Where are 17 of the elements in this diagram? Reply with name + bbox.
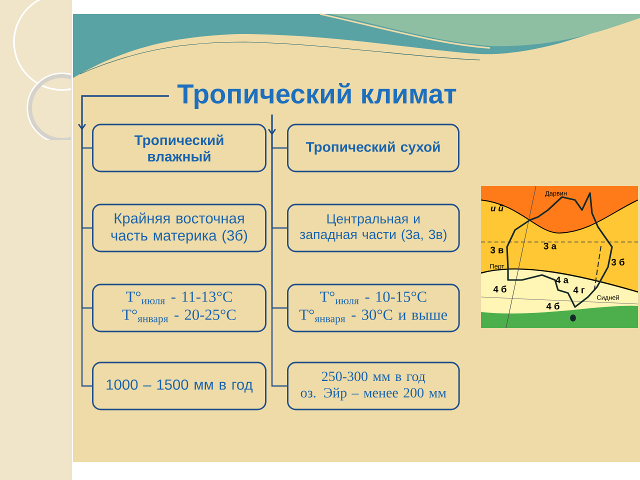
map-label: 3 в — [490, 246, 504, 254]
title-text: Тропический климат — [177, 83, 456, 109]
map-label: и й — [490, 204, 504, 212]
map-label: 3 а — [544, 242, 557, 250]
map-label: 4 г — [573, 286, 585, 294]
text-box: Крайняя восточная часть материка (3б) — [92, 204, 266, 252]
text-box: 1000 – 1500 мм в год — [92, 362, 266, 410]
text-box: Тропический сухой — [287, 124, 460, 172]
text-box: T°$_{июля}$ - 10-15°C T°$_{января}$ - 30°C и выше — [287, 284, 460, 332]
text-box: T°$_{июля}$ - 11-13°C T°$_{января}$ - 20-25°C — [92, 284, 266, 332]
map-label: 4 б — [546, 302, 560, 310]
text-box: 250-300 мм в год оз. Эйр – менее 200 мм — [287, 362, 460, 410]
map-label: 4 б — [493, 286, 506, 292]
text-box: Центральная и западная части (3а, 3в) — [287, 204, 460, 252]
map-label: 4 а — [556, 276, 569, 284]
map-label: 3 б — [611, 258, 624, 266]
text-box: Тропический влажный — [92, 124, 266, 172]
